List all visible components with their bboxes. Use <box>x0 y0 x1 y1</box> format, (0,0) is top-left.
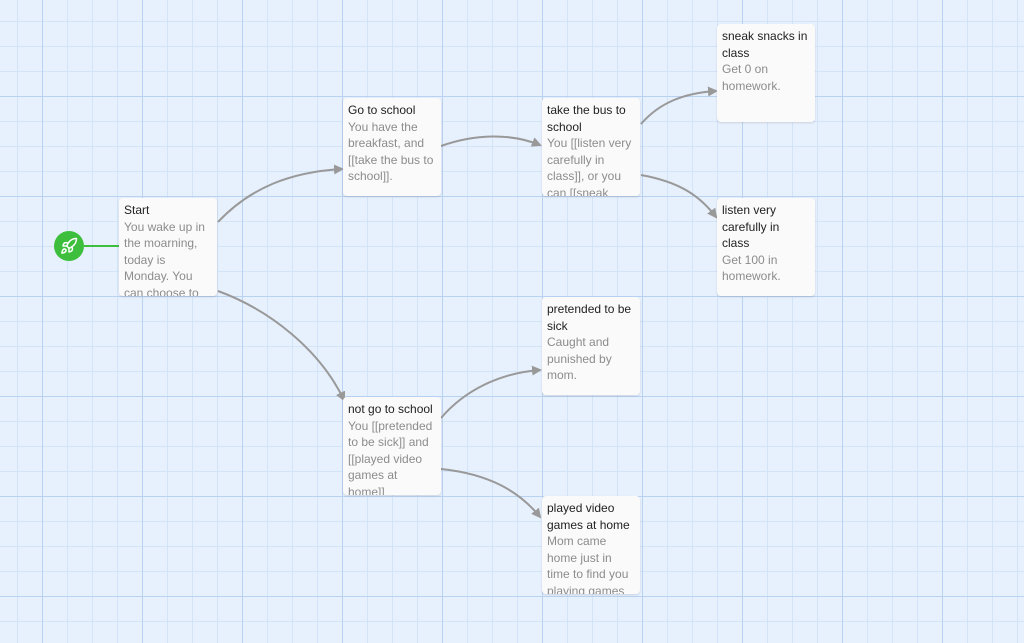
start-connector-line <box>84 245 120 247</box>
passage-card-take-the-bus[interactable]: take the bus to school You [[listen very… <box>542 98 640 196</box>
start-passage-badge[interactable] <box>54 231 84 261</box>
passage-title: played video games at home <box>547 501 630 532</box>
link-not-go-to-school-to-pretended-sick <box>440 365 542 419</box>
passage-title: Start <box>124 203 150 217</box>
passage-card-sneak-snacks[interactable]: sneak snacks in class Get 0 on homework. <box>717 24 815 122</box>
passage-title: take the bus to school <box>547 103 626 134</box>
passage-card-played-video-games[interactable]: played video games at home Mom came home… <box>542 496 640 594</box>
passage-excerpt: You [[pretended to be sick]] and [[playe… <box>348 418 433 496</box>
passage-excerpt: Caught and punished by mom. <box>547 335 612 382</box>
link-not-go-to-school-to-played-video-games <box>440 468 542 519</box>
passage-excerpt: You wake up in the moarning, today is Mo… <box>124 219 205 297</box>
passage-card-listen-carefully[interactable]: listen very carefully in class Get 100 i… <box>717 198 815 296</box>
passage-card-start[interactable]: Start You wake up in the moarning, today… <box>119 198 217 296</box>
link-start-to-not-go-to-school <box>217 290 346 402</box>
passage-excerpt: You [[listen very carefully in class]], … <box>547 136 632 196</box>
passage-title: not go to school <box>348 402 433 416</box>
passage-excerpt: Mom came home just in time to find you p… <box>547 534 629 594</box>
link-go-to-school-to-take-the-bus <box>440 135 542 147</box>
passage-excerpt: Get 0 on homework. <box>722 62 781 93</box>
passage-title: sneak snacks in class <box>722 29 808 60</box>
passage-card-pretended-sick[interactable]: pretended to be sick Caught and punished… <box>542 297 640 395</box>
passage-card-not-go-to-school[interactable]: not go to school You [[pretended to be s… <box>343 397 441 495</box>
passage-card-go-to-school[interactable]: Go to school You have the breakfast, and… <box>343 98 441 196</box>
link-start-to-go-to-school <box>217 164 344 223</box>
passage-title: listen very carefully in class <box>722 203 780 250</box>
link-take-the-bus-to-listen-carefully <box>640 174 718 219</box>
passage-excerpt: Get 100 in homework. <box>722 252 781 284</box>
passage-excerpt: You have the breakfast, and [[take the b… <box>348 119 434 184</box>
passage-title: pretended to be sick <box>547 302 632 333</box>
passage-title: Go to school <box>348 103 416 117</box>
rocket-icon <box>61 237 78 254</box>
link-take-the-bus-to-sneak-snacks <box>640 86 718 125</box>
